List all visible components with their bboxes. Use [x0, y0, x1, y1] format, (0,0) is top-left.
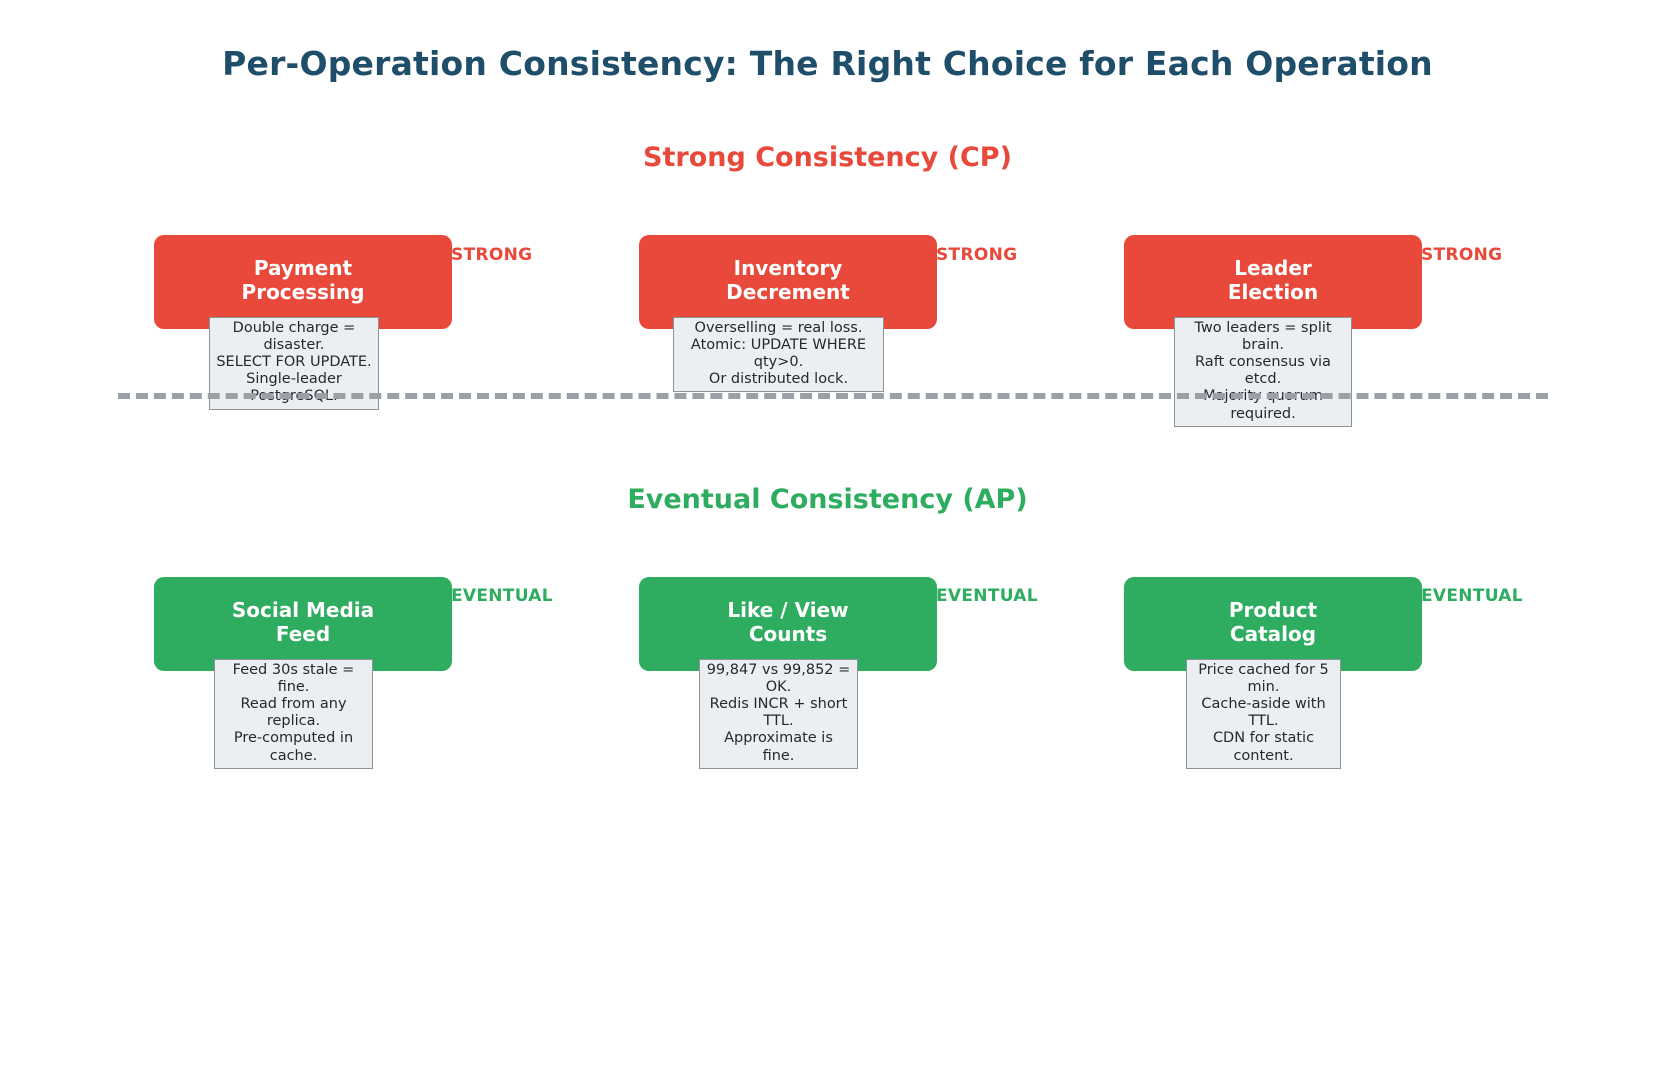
- operation-tooltip-social-media-feed: Feed 30s stale = fine. Read from any rep…: [214, 659, 373, 769]
- section-heading-eventual: Eventual Consistency (AP): [627, 484, 1028, 515]
- page-title: Per-Operation Consistency: The Right Cho…: [222, 44, 1433, 83]
- operation-card-label: Leader Election: [1227, 256, 1319, 304]
- operation-card-product-catalog[interactable]: Product Catalog: [1124, 577, 1422, 671]
- operation-tooltip-inventory-decrement: Overselling = real loss. Atomic: UPDATE …: [673, 317, 884, 393]
- consistency-badge-eventual-catalog: EVENTUAL: [1421, 586, 1523, 606]
- consistency-badge-strong-payment: STRONG: [451, 245, 533, 265]
- operation-tooltip-payment-processing: Double charge = disaster. SELECT FOR UPD…: [209, 317, 379, 410]
- operation-card-payment-processing[interactable]: Payment Processing: [154, 235, 452, 329]
- operation-card-label: Social Media Feed: [231, 598, 375, 646]
- operation-card-label: Inventory Decrement: [726, 256, 850, 304]
- operation-tooltip-leader-election: Two leaders = split brain. Raft consensu…: [1174, 317, 1352, 427]
- operation-card-like-view-counts[interactable]: Like / View Counts: [639, 577, 937, 671]
- consistency-badge-eventual-feed: EVENTUAL: [451, 586, 553, 606]
- operation-card-leader-election[interactable]: Leader Election: [1124, 235, 1422, 329]
- operation-card-label: Product Catalog: [1228, 598, 1318, 646]
- section-divider: [118, 393, 1548, 399]
- operation-tooltip-like-view-counts: 99,847 vs 99,852 = OK. Redis INCR + shor…: [699, 659, 858, 769]
- operation-card-label: Like / View Counts: [727, 598, 849, 646]
- operation-card-label: Payment Processing: [241, 256, 365, 304]
- operation-card-inventory-decrement[interactable]: Inventory Decrement: [639, 235, 937, 329]
- consistency-badge-strong-leader: STRONG: [1421, 245, 1503, 265]
- consistency-badge-strong-inventory: STRONG: [936, 245, 1018, 265]
- section-heading-strong: Strong Consistency (CP): [643, 142, 1012, 173]
- operation-card-social-media-feed[interactable]: Social Media Feed: [154, 577, 452, 671]
- consistency-badge-eventual-counts: EVENTUAL: [936, 586, 1038, 606]
- operation-tooltip-product-catalog: Price cached for 5 min. Cache-aside with…: [1186, 659, 1341, 769]
